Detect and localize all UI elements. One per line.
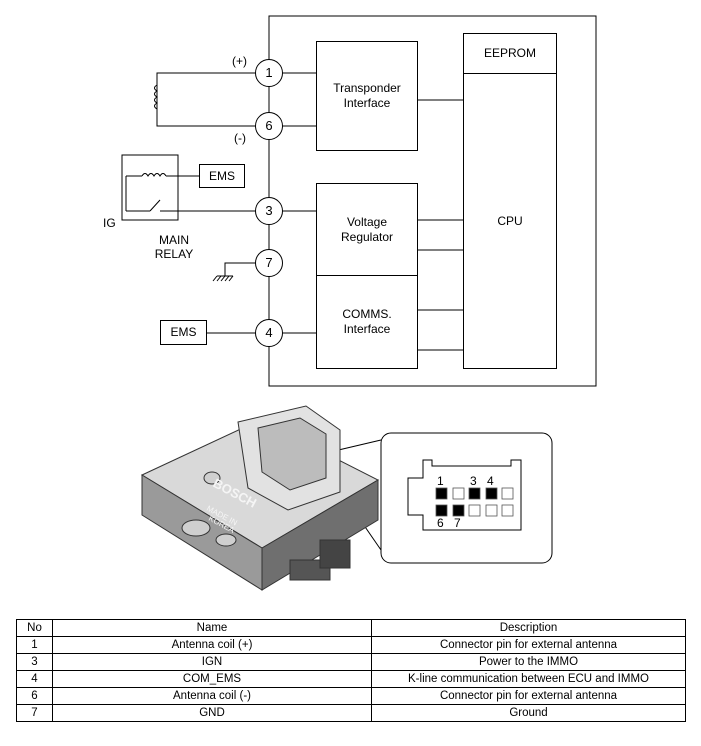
connector-pin-label-1: 1: [437, 474, 444, 488]
table-row: 4 COM_EMS K-line communication between E…: [16, 670, 686, 688]
cell-description: K-line communication between ECU and IMM…: [371, 670, 686, 688]
cell-no: 3: [16, 653, 53, 671]
table-header-row: No Name Description: [16, 619, 686, 637]
col-description: Description: [371, 619, 686, 637]
pin-6-circle: 6: [255, 112, 283, 140]
col-no: No: [16, 619, 53, 637]
cell-no: 7: [16, 704, 53, 722]
main-relay-label: MAIN RELAY: [154, 233, 194, 261]
cell-description: Connector pin for external antenna: [371, 687, 686, 705]
ems-relay-box: EMS: [199, 164, 245, 188]
cell-no: 1: [16, 636, 53, 654]
connector-pin-label-6: 6: [437, 516, 444, 530]
plus-label: (+): [232, 54, 247, 68]
cell-no: 4: [16, 670, 53, 688]
table-row: 6 Antenna coil (-) Connector pin for ext…: [16, 687, 686, 705]
pin-1-circle: 1: [255, 59, 283, 87]
cell-name: GND: [52, 704, 372, 722]
connector-pin-label-7: 7: [454, 516, 461, 530]
cell-name: IGN: [52, 653, 372, 671]
module-illustration: BOSCH MADE IN KOREA: [140, 405, 380, 591]
cell-no: 6: [16, 687, 53, 705]
table-row: 1 Antenna coil (+) Connector pin for ext…: [16, 636, 686, 654]
pin-3-circle: 3: [255, 197, 283, 225]
minus-label: (-): [234, 131, 246, 145]
cell-name: Antenna coil (+): [52, 636, 372, 654]
voltage-regulator-block: Voltage Regulator: [316, 183, 418, 276]
cell-description: Connector pin for external antenna: [371, 636, 686, 654]
transponder-interface-block: Transponder Interface: [316, 41, 418, 151]
pin-table: No Name Description 1 Antenna coil (+) C…: [16, 619, 686, 722]
cell-name: COM_EMS: [52, 670, 372, 688]
table-row: 7 GND Ground: [16, 704, 686, 722]
cell-description: Ground: [371, 704, 686, 722]
connector-pin-label-4: 4: [487, 474, 494, 488]
ems-comms-box: EMS: [160, 320, 207, 345]
cpu-block: CPU: [463, 73, 557, 369]
cell-name: Antenna coil (-): [52, 687, 372, 705]
table-row: 3 IGN Power to the IMMO: [16, 653, 686, 671]
comms-interface-block: COMMS. Interface: [316, 275, 418, 369]
ig-label: IG: [103, 216, 116, 230]
cell-description: Power to the IMMO: [371, 653, 686, 671]
connector-pin-label-3: 3: [470, 474, 477, 488]
col-name: Name: [52, 619, 372, 637]
pin-4-circle: 4: [255, 319, 283, 347]
eeprom-block: EEPROM: [463, 33, 557, 74]
pin-7-circle: 7: [255, 249, 283, 277]
